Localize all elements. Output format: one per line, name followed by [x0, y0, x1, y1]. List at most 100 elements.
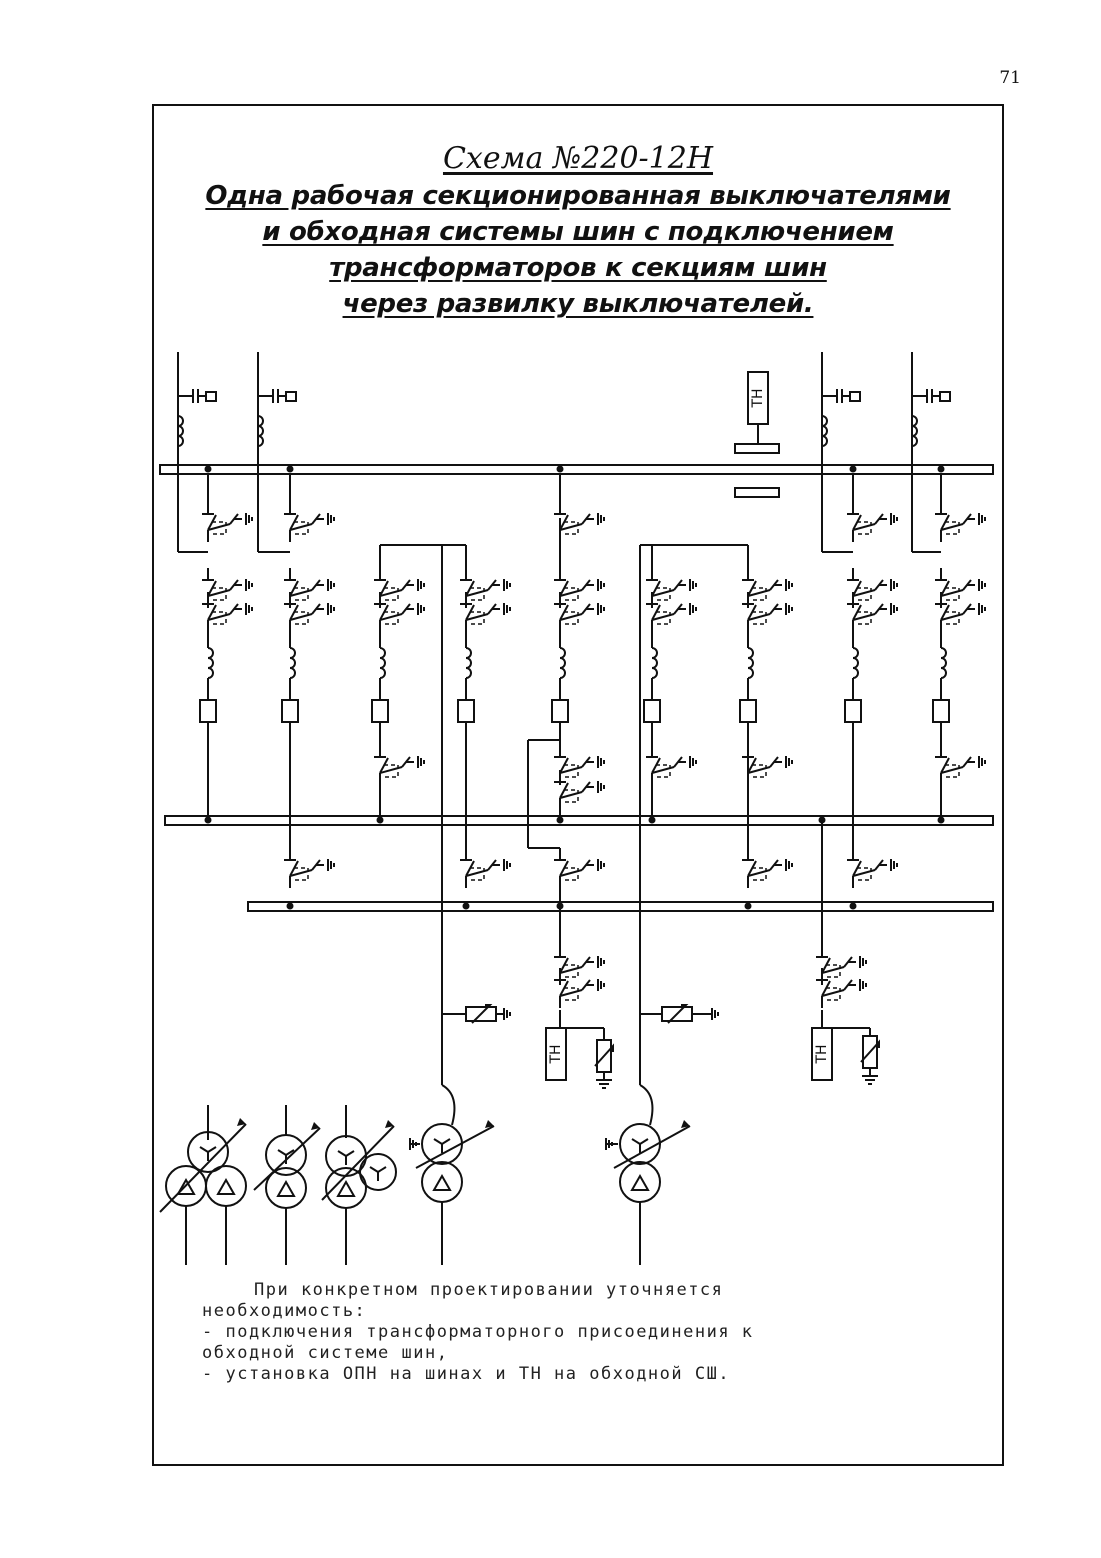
bay-4-current-transformer: [465, 647, 472, 679]
bay-5-breaker: [551, 699, 569, 723]
arrow-head: [385, 1120, 394, 1128]
design-note: При конкретном проектировании уточняется…: [202, 1280, 962, 1385]
bay-8-breaker: [844, 699, 862, 723]
title-line-3: трансформаторов к секциям шин: [329, 253, 827, 283]
junction-dot: [556, 816, 564, 824]
bay-2-current-transformer: [289, 647, 296, 679]
bay-5-disconnector-b: [554, 770, 604, 810]
note-line-1: При конкретном проектировании уточняется: [254, 1280, 724, 1300]
t1-wye: [199, 1146, 209, 1153]
line-trap-box: [205, 391, 217, 402]
t4-hv-lead: [441, 1084, 456, 1126]
page-number: 71: [999, 68, 1021, 88]
bay-9-current-transformer: [940, 647, 947, 679]
bay-1-breaker: [199, 699, 217, 723]
main-busbar: [159, 464, 994, 475]
bypass-disconnector: [847, 848, 897, 888]
bay-5-bus-disconnector: [554, 502, 604, 542]
bus-disconnector: [742, 745, 792, 785]
t3-wye: [369, 1166, 379, 1173]
tap-changer-arrow: [415, 1125, 495, 1169]
bay-9-disconnector-lower: [935, 592, 985, 632]
bay-9-disconnector-upper: [935, 568, 985, 608]
bay-6-disconnector-lower: [646, 592, 696, 632]
vt-disconnector-lower: [816, 968, 866, 1008]
tap-changer-arrow: [613, 1125, 691, 1169]
bypass-surge-arrester-left: [594, 1039, 614, 1073]
t4-wye: [441, 1138, 451, 1145]
junction-dot: [376, 816, 384, 824]
vt-label: ТН: [750, 388, 766, 408]
note-line-2: необходимость:: [202, 1301, 367, 1321]
earth-icon: [605, 1137, 613, 1151]
bay-1-disconnector-lower: [202, 592, 252, 632]
t1-wye: [207, 1146, 217, 1153]
t2-delta: [276, 1179, 296, 1197]
bay-4-breaker: [457, 699, 475, 723]
note-line-5: - установка ОПН на шинах и ТН на обходно…: [202, 1364, 731, 1384]
t1-lv-winding-2: [205, 1165, 247, 1207]
title-block: Схема №220-12Н Одна рабочая секционирова…: [152, 140, 1004, 322]
t2-hv-winding: [265, 1134, 307, 1176]
junction-dot: [937, 816, 945, 824]
bay-5-current-transformer: [559, 647, 566, 679]
earth-icon: [503, 1007, 511, 1021]
t1-delta: [176, 1177, 196, 1195]
bay-7-breaker: [739, 699, 757, 723]
scheme-title: Схема №220-12Н: [442, 141, 714, 176]
bus-disconnector: [935, 745, 985, 785]
bay-9-bus-disconnector: [935, 502, 985, 542]
vt-label: ТН: [548, 1044, 564, 1064]
bay-1-disconnector-upper: [202, 568, 252, 608]
earth-icon: [711, 1007, 719, 1021]
bay-4-disconnector-lower: [460, 592, 510, 632]
title-line-1: Одна рабочая секционированная выключател…: [205, 181, 951, 211]
t4-lv-winding: [421, 1161, 463, 1203]
t5-hv-winding: [619, 1123, 661, 1165]
t4-delta: [432, 1173, 452, 1191]
bay-5-disconnector-upper: [554, 568, 604, 608]
feed-2-surge-arrester: [661, 1004, 693, 1024]
earth-icon: [409, 1137, 417, 1151]
junction-dot: [286, 465, 294, 473]
bay-3-breaker: [371, 699, 389, 723]
bay-2-breaker: [281, 699, 299, 723]
bay-6-current-transformer: [651, 647, 658, 679]
t4-wye: [433, 1138, 443, 1145]
line-trap-box: [285, 391, 297, 402]
vt-disconnector-lower: [554, 968, 604, 1008]
arrow-head: [237, 1118, 246, 1126]
bus-voltage-transformer: ТН: [747, 371, 769, 425]
t5-lv-winding: [619, 1161, 661, 1203]
t5-hv-lead: [639, 1084, 654, 1126]
bay-5-disconnector-a: [554, 745, 604, 785]
bay-3-disconnector-upper: [374, 568, 424, 608]
arrow-head: [681, 1120, 690, 1128]
bay-5-bypass-disconnector: [554, 848, 604, 888]
t3-wye: [337, 1150, 347, 1157]
bypass-disconnector: [460, 848, 510, 888]
bay-8-bus-disconnector: [847, 502, 897, 542]
bay-3-current-transformer: [379, 647, 386, 679]
bus-disconnector: [646, 745, 696, 785]
bay-8-disconnector-upper: [847, 568, 897, 608]
vt-bus-plate: [734, 443, 780, 454]
t5-wye: [631, 1138, 641, 1145]
tap-changer-arrow: [253, 1127, 321, 1191]
junction-dot: [648, 816, 656, 824]
t3-wye: [377, 1166, 387, 1173]
bay-3-disconnector-lower: [374, 592, 424, 632]
t2-wye: [285, 1149, 295, 1156]
bay-7-disconnector-upper: [742, 568, 792, 608]
t2-wye: [277, 1149, 287, 1156]
vt-box: [811, 1027, 833, 1081]
junction-dot: [849, 902, 857, 910]
line-trap-box: [849, 391, 861, 402]
t5-delta: [630, 1173, 650, 1191]
junction-dot: [462, 902, 470, 910]
bay-8-current-transformer: [852, 647, 859, 679]
junction-dot: [744, 902, 752, 910]
t1-hv-winding: [187, 1131, 229, 1173]
note-line-3: - подключения трансформаторного присоеди…: [202, 1322, 754, 1342]
